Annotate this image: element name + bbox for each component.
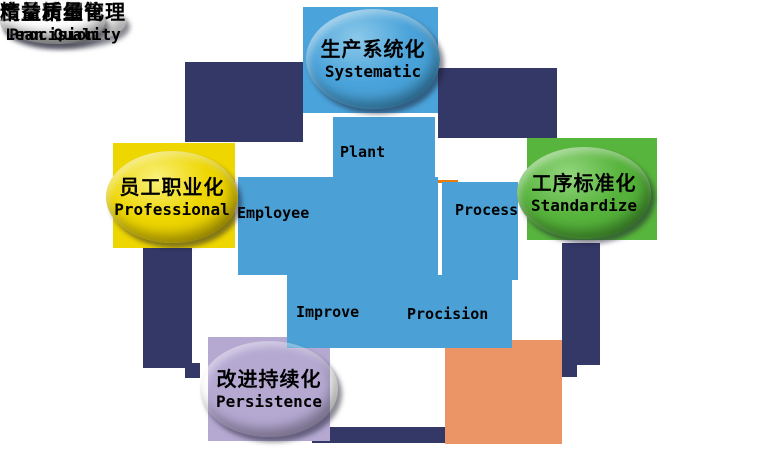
node-center-lean-quality: 精益质量管理 Lean Quality [0, 0, 126, 44]
ring-segment-bottom [312, 427, 448, 443]
node-standardize: 工序标准化 Standardize [517, 147, 651, 239]
node-systematic-label-en: Systematic [324, 61, 422, 81]
cross-label-employee: Employee [237, 204, 310, 222]
node-procision-label-en: Procision [9, 25, 96, 44]
cross-label-process: Process [455, 201, 519, 219]
node-persistence: 改进持续化 Persistence [200, 341, 338, 437]
node-standardize-label-en: Standardize [531, 195, 637, 215]
node-systematic: 生产系统化 Systematic [306, 9, 440, 109]
center-label-cn: 精益质量管理 [0, 0, 126, 24]
backrect-procision [445, 340, 562, 444]
cross-arm-right [442, 182, 518, 280]
node-professional-label-en: Professional [114, 199, 230, 219]
node-professional-label-cn: 员工职业化 [119, 174, 225, 199]
node-procision-label-cn: 度量精细化 [0, 0, 105, 24]
backrect-persistence [208, 337, 330, 441]
cross-label-improve: Improve [296, 303, 360, 321]
ring-segment-top-left [185, 62, 303, 142]
center-label-en: Lean Quality [5, 25, 121, 44]
node-professional: 员工职业化 Professional [106, 151, 238, 243]
ring-segment-right-step [562, 365, 577, 377]
cross-label-plant: Plant [340, 143, 386, 161]
node-systematic-label-cn: 生产系统化 [320, 36, 426, 61]
node-persistence-label-en: Persistence [216, 391, 322, 411]
cross-arm-left [238, 177, 438, 275]
ring-segment-left [143, 247, 192, 368]
center-accent-dash [435, 180, 458, 183]
node-standardize-label-cn: 工序标准化 [531, 170, 637, 195]
cross-arm-bottom [287, 275, 512, 348]
node-persistence-label-cn: 改进持续化 [216, 366, 322, 391]
ring-segment-left-step [185, 363, 200, 378]
cross-label-procision: Procision [407, 305, 489, 323]
ring-segment-right [562, 243, 600, 365]
ring-segment-top-right [438, 68, 557, 138]
node-procision: 度量精细化 Procision [0, 0, 105, 44]
